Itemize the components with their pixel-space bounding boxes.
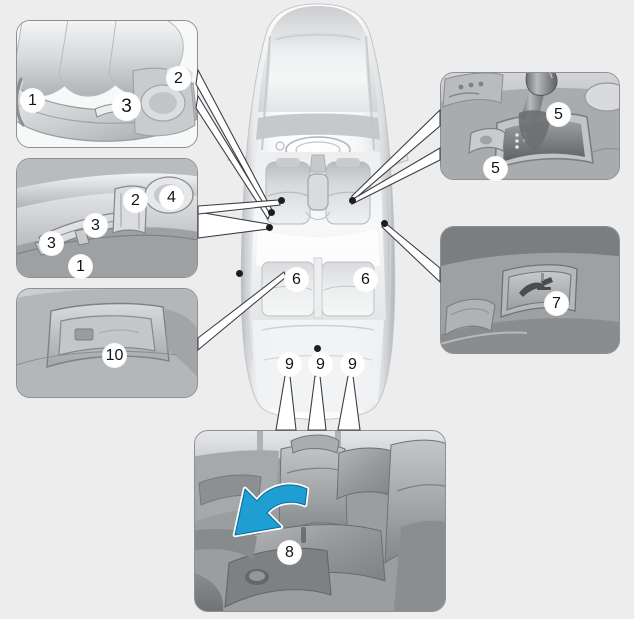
callout-9-left: 9 [278,353,301,376]
callout-3-b: 3 [84,214,107,237]
callout-9-right: 9 [341,353,364,376]
callout-2-b: 2 [124,189,147,212]
callout-5-b: 5 [484,157,507,180]
leader-dot [314,345,321,352]
callout-6-left: 6 [285,268,308,291]
callout-1: 1 [21,89,44,112]
leader-dot [268,209,275,216]
callout-8: 8 [278,541,301,564]
panel-console-lid[interactable] [16,288,198,398]
callout-6-right: 6 [354,268,377,291]
panel-rear-seat[interactable] [194,430,446,612]
callout-2: 2 [167,67,190,90]
callout-3-a: 3 [40,232,63,255]
panel-shifter[interactable] [440,72,620,180]
callout-5-a: 5 [547,103,570,126]
leader-dot [266,224,273,231]
panel-front-seat[interactable] [16,20,198,148]
leader-dot [236,270,243,277]
leader-dot [278,197,285,204]
callout-9-mid: 9 [309,353,332,376]
leader-dot [349,197,356,204]
callout-7: 7 [545,292,568,315]
callout-10: 10 [103,344,126,367]
callout-4: 4 [160,186,183,209]
callout-3: 3 [113,93,140,120]
panel-seat-switch[interactable] [16,158,198,278]
panel-tailgate-switch[interactable] [440,226,620,354]
fold-down-arrow [232,482,310,538]
callout-1-b: 1 [69,255,92,278]
leader-dot [381,220,388,227]
